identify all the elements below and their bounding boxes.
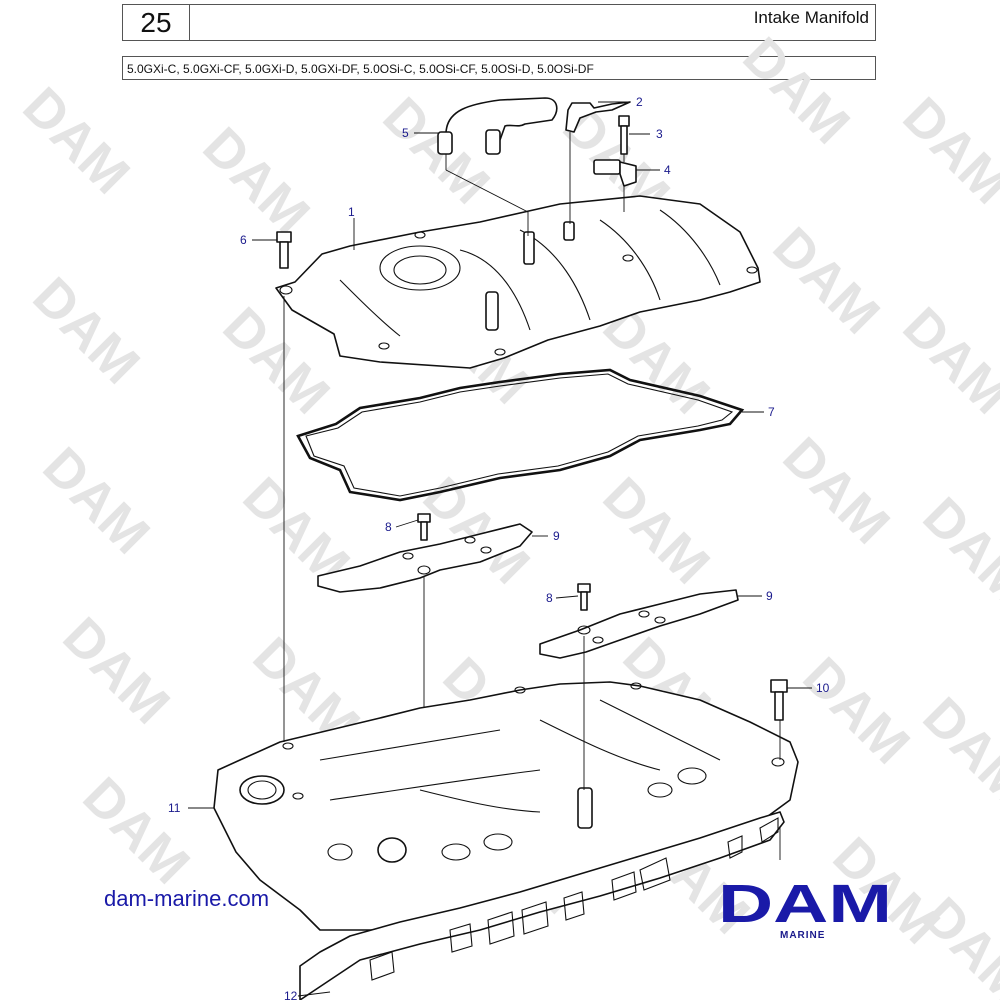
callout-7: 7 xyxy=(768,405,775,419)
watermark: DAM xyxy=(12,76,141,205)
watermark: DAM xyxy=(772,426,901,555)
watermark: DAM xyxy=(762,216,891,345)
watermark: DAM xyxy=(792,646,921,775)
part-9-bracket-lower xyxy=(539,589,739,659)
watermark: DAM xyxy=(192,116,321,245)
part-3-bolt xyxy=(618,115,630,155)
watermark: DAM xyxy=(732,26,861,155)
callout-9: 9 xyxy=(766,589,773,603)
section-number: 25 xyxy=(122,4,190,41)
part-8-bolt-lower xyxy=(577,583,591,611)
watermark: DAM xyxy=(52,606,181,735)
callout-leaders xyxy=(188,101,812,997)
callout-10: 10 xyxy=(816,681,830,695)
part-2-sensor xyxy=(565,101,631,133)
part-12-intake-gasket xyxy=(299,811,785,1000)
callout-2: 2 xyxy=(636,95,643,109)
watermark: DAM xyxy=(72,766,201,895)
part-6-bolt xyxy=(276,231,292,269)
callout-9: 9 xyxy=(553,529,560,543)
watermark: DAM xyxy=(592,466,721,595)
callout-8: 8 xyxy=(546,591,553,605)
part-11-lower-manifold xyxy=(213,681,799,931)
watermark: DAM xyxy=(892,296,1000,425)
callout-8: 8 xyxy=(385,520,392,534)
watermark: DAM xyxy=(912,686,1000,815)
callout-labels: 1 2 3 4 5 6 7 8 9 8 9 10 11 12 xyxy=(168,95,830,1000)
callout-5: 5 xyxy=(402,126,409,140)
logo-subtext: MARINE xyxy=(780,930,826,941)
callout-1: 1 xyxy=(348,205,355,219)
part-7-gasket xyxy=(296,368,745,502)
callout-4: 4 xyxy=(664,163,671,177)
part-1-upper-manifold xyxy=(275,195,761,369)
model-list: 5.0GXi-C, 5.0GXi-CF, 5.0GXi-D, 5.0GXi-DF… xyxy=(122,56,876,80)
website-link[interactable]: dam-marine.com xyxy=(104,886,270,911)
watermark: DAM xyxy=(892,86,1000,215)
part-10-bolt xyxy=(770,679,788,721)
callout-6: 6 xyxy=(240,233,247,247)
callout-3: 3 xyxy=(656,127,663,141)
alignment-lines xyxy=(283,132,781,860)
part-9-bracket-upper xyxy=(317,523,533,593)
watermark: DAM xyxy=(912,486,1000,615)
part-5-pcv-hose xyxy=(437,97,558,155)
watermark: DAM xyxy=(22,266,151,395)
logo-text: DAM xyxy=(718,874,892,934)
part-8-bolt-upper xyxy=(417,513,431,541)
watermark: DAM xyxy=(32,436,161,565)
callout-11: 11 xyxy=(168,801,181,815)
part-4-connector xyxy=(593,159,637,187)
dam-logo: DAM xyxy=(718,874,892,934)
callout-12: 12 xyxy=(284,989,298,1000)
page-title: Intake Manifold xyxy=(189,4,876,41)
